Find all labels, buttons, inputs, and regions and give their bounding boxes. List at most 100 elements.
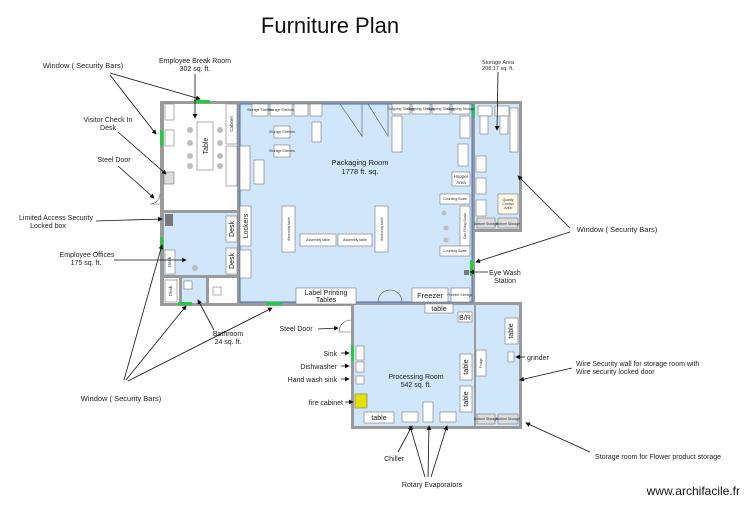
can-filling-label: Can Filling Scale: [463, 213, 467, 239]
label-printing-label-2: Tables: [316, 297, 337, 304]
assembly-left-label: Assembly table: [287, 217, 291, 241]
callout-fire-cabinet: fire cabinet: [309, 400, 343, 407]
processing-table-right-2: [459, 385, 473, 413]
callout-steel-door-left: Steel Door: [97, 157, 131, 164]
steel-door-mid-icon: [338, 319, 352, 333]
break-fridge: [164, 103, 175, 121]
office-desk-2: [225, 215, 238, 243]
storage-bottom-label-1: Bottom Storage: [474, 222, 498, 226]
callout-hand-wash-sink: Hand wash sink: [288, 377, 338, 384]
br-label: B/R: [459, 315, 471, 322]
counting-scale-2-label: Counting Scale: [443, 249, 467, 253]
callout-bathroom: Bathroom: [213, 331, 244, 338]
hand-wash-sink: [355, 375, 365, 385]
flower-bottom-label-1: Bottom Storage: [474, 417, 498, 421]
lockers: [239, 205, 252, 247]
office-desk-1-label: Desk: [167, 256, 172, 267]
callout-storage-area-size: 208.17 sq. ft.: [482, 66, 514, 72]
qc-label-2: Control: [502, 202, 514, 206]
arrow-storage-area: [494, 71, 500, 131]
toilet: [183, 280, 193, 290]
quality-control-area: [497, 193, 519, 215]
shelf-label-1: Storage Shelves: [247, 108, 273, 112]
employee-offices-room: [164, 213, 237, 275]
qc-label-3: Area: [504, 206, 511, 210]
callout-eye-wash: Eye Wash: [489, 270, 521, 277]
callout-bathroom-area: 24 sq. ft.: [215, 339, 242, 346]
packaging-room-label: Packaging Room: [331, 158, 388, 167]
watermark: www.archifacile.fr: [646, 484, 740, 498]
assembly-table-right: [374, 205, 389, 253]
chiller: [401, 411, 419, 423]
callout-employee-offices-area: 175 sq. ft.: [71, 260, 102, 267]
callout-visitor-desk-2: Desk: [100, 125, 116, 132]
arrow-rotary-1: [408, 425, 426, 478]
processing-room: [354, 305, 474, 426]
assembly-mid-2-label: Assembly table: [343, 238, 367, 242]
fridge-label: Fridge: [479, 358, 483, 368]
callout-window-bottom-left: Window ( Security Bars): [81, 394, 162, 403]
hopper-area: [451, 171, 471, 187]
callout-visitor-desk: Visitor Check In: [84, 117, 133, 124]
arrow-window-top: [109, 72, 201, 101]
locked-box: [165, 214, 173, 226]
packaging-storage-left: [239, 249, 252, 279]
callout-limited-access-2: Locked box: [30, 223, 66, 230]
office-desk-3-label: Desk: [229, 253, 236, 269]
outgoing-label-1: Outgoing Storage: [387, 107, 414, 111]
break-chairs: [187, 127, 223, 169]
office-desk-1: [164, 249, 176, 275]
arrow-window-right-1: [517, 175, 571, 229]
callout-rotary: Rotary Evaporators: [402, 482, 463, 489]
office-chair: [192, 265, 198, 271]
arrow-storage-flower: [525, 422, 591, 453]
fridge: [475, 349, 487, 377]
window-offices-left: [160, 237, 163, 251]
assembly-mid-1-label: Assembly table: [306, 238, 330, 242]
outgoing-label-4: Outgoing Storage: [447, 107, 474, 111]
callout-storage-area: Storage Area: [482, 60, 515, 66]
callout-steel-door-mid: Steel Door: [279, 326, 313, 333]
arrow-steel-door-left: [117, 165, 155, 199]
shelf-label-2: Storage Shelves: [268, 108, 294, 112]
window-break-room-left: [160, 130, 163, 146]
freezer: [411, 287, 449, 303]
callout-wire-wall-2: Wire security locked door: [576, 369, 655, 376]
callout-window-right: Window ( Security Bars): [577, 225, 658, 234]
break-cabinet: [225, 103, 238, 145]
outgoing-label-3: Outgoing Storage: [427, 107, 454, 111]
assembly-table-left: [281, 205, 296, 253]
dishwasher: [355, 361, 365, 373]
processing-table-right-1: [459, 353, 473, 381]
eye-wash-station: [464, 270, 469, 275]
window-bottom-2: [266, 302, 282, 305]
storage-room-table: [504, 317, 519, 345]
packaging-double-door-icon: [377, 289, 403, 303]
label-printing-tables: [295, 287, 357, 305]
callout-employee-offices: Employee Offices: [60, 252, 115, 259]
assembly-table-mid-2: [337, 233, 373, 247]
arrow-rotary-2: [426, 425, 432, 478]
processing-table-right-2-label: table: [463, 391, 470, 406]
arrow-window-right-2: [475, 231, 571, 264]
arrow-wire-wall: [519, 367, 573, 382]
office-desk-4: [164, 279, 178, 303]
callout-storage-flower: Storage room for Flower product storage: [595, 454, 721, 461]
window-bottom-1: [178, 302, 192, 305]
break-storage: [225, 145, 238, 187]
break-cabinet-label: Cabinet: [229, 115, 234, 131]
arrow-window-left: [109, 74, 157, 135]
hopper-label-1: Hopper: [454, 174, 469, 179]
fire-cabinet: [354, 393, 368, 409]
counting-scale-2: [439, 245, 471, 257]
hopper-label-2: Area: [456, 180, 466, 185]
callout-wire-wall: Wire Security wall for storage room with: [576, 361, 699, 368]
bathroom-sink: [212, 286, 222, 296]
packaging-chairs: [441, 210, 449, 243]
processing-table-bottom: [363, 411, 395, 424]
qc-label-1: Quality: [503, 198, 514, 202]
plan-title: Furniture Plan: [261, 13, 399, 38]
rotary-evaporator-1: [422, 401, 434, 423]
callout-dishwasher: Dishwasher: [300, 364, 337, 371]
storage-area-shelves: [475, 105, 519, 229]
